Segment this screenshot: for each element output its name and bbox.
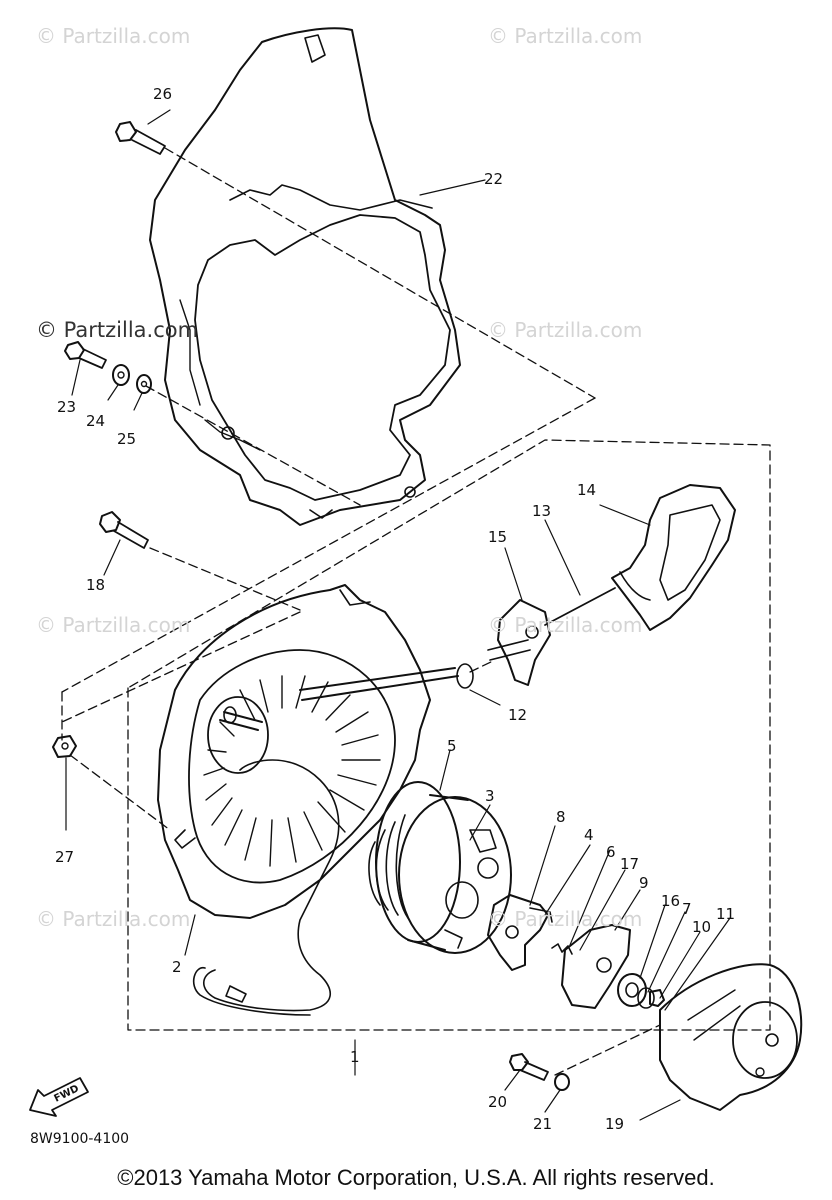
spring-5-part [368,814,409,919]
part-label: 2 [172,958,182,976]
part-label: 17 [620,855,640,873]
part-label: 26 [153,85,173,103]
copyright-text: ©2013 Yamaha Motor Corporation, U.S.A. A… [117,1165,715,1190]
ratchet-4-part [487,894,553,971]
bolt-18-part [99,511,149,549]
part-label: 24 [86,412,106,430]
leader-lines [61,147,771,1076]
part-label: 14 [577,481,597,499]
part-label: 9 [639,874,649,892]
part-label: 15 [488,528,508,546]
spring-6-part [551,943,573,955]
part-label: 12 [508,706,528,724]
washer-21-part [554,1073,570,1091]
watermark: © Partzilla.com [36,318,199,342]
spring-7-part [637,987,655,1009]
part-label: 5 [447,737,457,755]
part-label: 1 [350,1048,360,1066]
callout-lines [65,109,731,1121]
washer-25-part [136,374,152,394]
part-label: 20 [488,1093,508,1111]
watermark: © Partzilla.com [36,24,191,48]
rope-guide-15-part [487,599,551,686]
part-label: 11 [716,905,736,923]
fan-cover-part [149,27,461,526]
part-label: 22 [484,170,504,188]
starter-housing-part [157,584,431,1016]
bolt-23-part [64,341,107,369]
handle-14-part [611,484,736,631]
shaft-12-part [299,663,474,701]
watermark: © Partzilla.com [488,24,643,48]
watermark: © Partzilla.com [488,318,643,342]
washer-24-part [112,364,130,386]
watermark: © Partzilla.com [36,907,191,931]
bolt-10-part [649,989,665,1007]
part-label: 21 [533,1115,553,1133]
guide-9-part [561,924,631,1009]
part-label: 6 [606,843,616,861]
part-label: 16 [661,892,681,910]
rope-13-part [544,587,616,626]
part-label: 3 [485,787,495,805]
part-label: 27 [55,848,75,866]
part-label: 25 [117,430,137,448]
part-label: 13 [532,502,552,520]
part-label: 8 [556,808,566,826]
diagram-code: 8W9100-4100 [30,1131,130,1147]
pulley-3-part [375,781,512,954]
washer-16-part [617,973,647,1007]
watermark: © Partzilla.com [488,613,643,637]
bolt-26-part [115,121,166,155]
watermark: © Partzilla.com [36,613,191,637]
part-label: 10 [692,918,712,936]
fwd-label: FWD [52,1083,80,1104]
part-label: 4 [584,826,594,844]
bolt-20-part [509,1053,549,1081]
part-label: 23 [57,398,77,416]
fwd-arrow-icon: FWD [29,1077,89,1117]
part-label: 7 [682,900,692,918]
starter-cup-19-part [659,963,803,1111]
part-label: 18 [86,576,106,594]
watermark: © Partzilla.com [488,907,643,931]
nut-27-part [52,735,77,758]
part-label: 19 [605,1115,625,1133]
